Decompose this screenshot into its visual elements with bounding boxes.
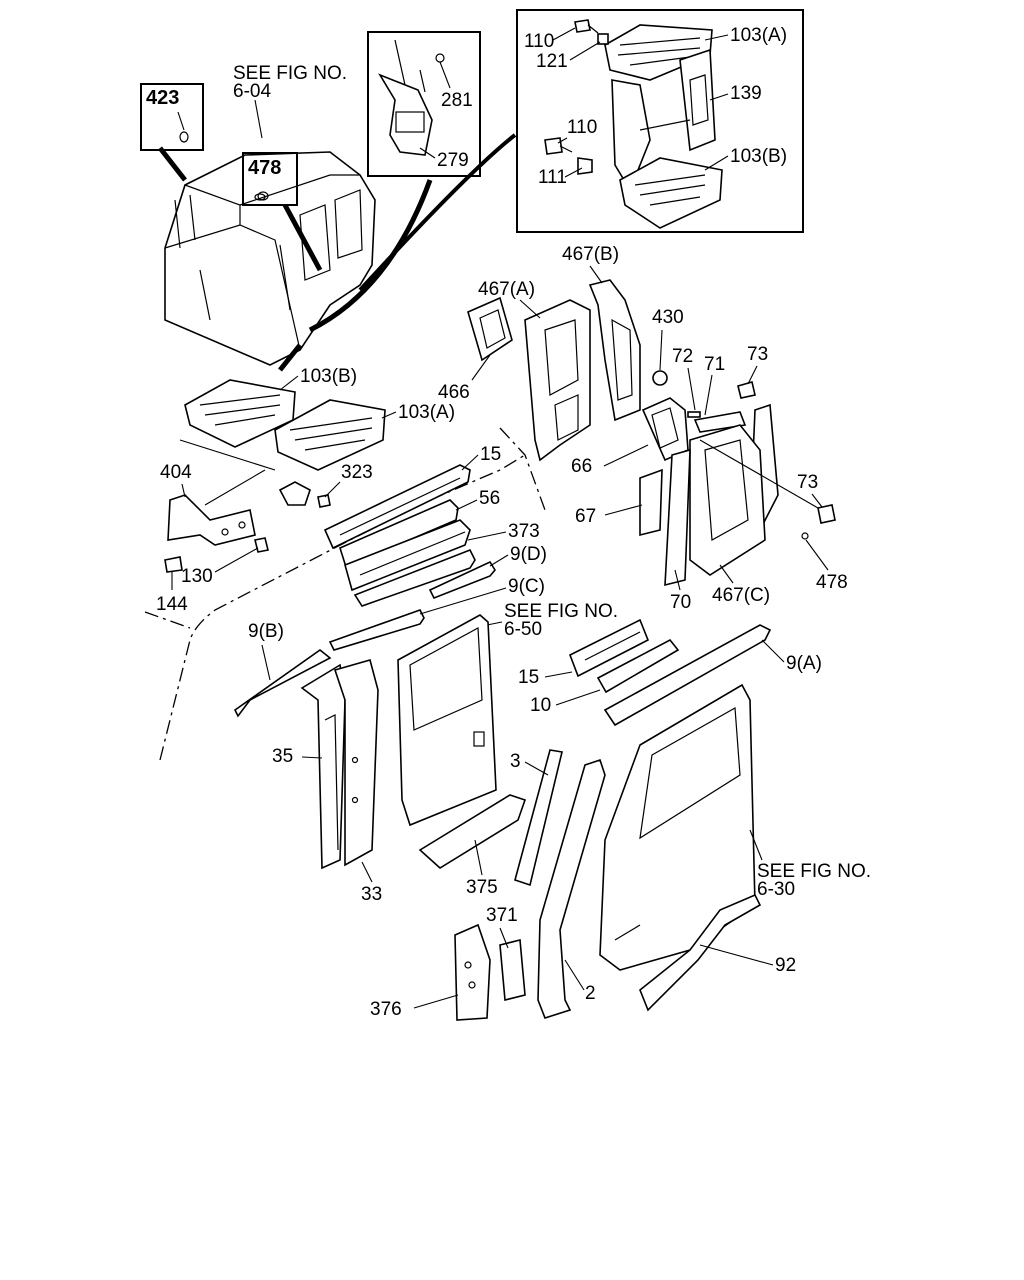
leader-step-box [358, 133, 517, 292]
callout-103b-top: 103(B) [730, 146, 787, 167]
parts-371-376 [454, 923, 526, 1021]
rails-upper [323, 464, 496, 651]
callout-478-box: 478 [248, 157, 281, 179]
leader-279-box [308, 179, 433, 333]
step-assembly [604, 24, 723, 229]
callout-111: 111 [538, 167, 567, 188]
callout-466: 466 [438, 382, 470, 403]
bracket-375 [418, 794, 527, 869]
callout-423: 423 [146, 87, 179, 109]
callout-67: 67 [575, 506, 596, 527]
leader-423 [158, 146, 187, 182]
callout-323: 323 [341, 462, 373, 483]
step-103a [274, 399, 386, 471]
callout-467b: 467(B) [562, 244, 619, 265]
panel-466 [467, 296, 513, 362]
callout-9c: 9(C) [508, 576, 545, 597]
ref-fig-604-line2: 6-04 [233, 81, 271, 102]
panel-467b [588, 279, 641, 422]
front-door [599, 683, 756, 971]
box-step-assembly [516, 9, 804, 233]
leader-103b-cab [278, 343, 302, 372]
callout-2: 2 [585, 983, 596, 1004]
sill-92 [639, 893, 762, 1012]
callout-35: 35 [272, 746, 293, 767]
box-423 [140, 83, 204, 151]
rails-right [568, 618, 772, 727]
leader-478-box [282, 203, 323, 272]
callout-376: 376 [370, 999, 402, 1020]
callout-375: 375 [466, 877, 498, 898]
callout-371: 371 [486, 905, 518, 926]
callout-15-b: 15 [518, 667, 539, 688]
cluster-66-70 [639, 370, 836, 587]
callout-10: 10 [530, 695, 551, 716]
pillar-3 [514, 749, 563, 887]
pillar-2 [537, 758, 606, 1019]
callout-110-a: 110 [524, 31, 554, 52]
callout-110-b: 110 [567, 117, 597, 138]
callout-281: 281 [441, 90, 473, 111]
ref-fig-650-line2: 6-50 [504, 619, 542, 640]
ref-fig-630-line1: SEE FIG NO. [757, 861, 871, 882]
callout-33: 33 [361, 884, 382, 905]
callout-103a-top: 103(A) [730, 25, 787, 46]
ref-fig-650-line1: SEE FIG NO. [504, 601, 618, 622]
callout-404: 404 [160, 462, 192, 483]
ref-fig-604-line1: SEE FIG NO. [233, 63, 347, 84]
callout-3: 3 [510, 751, 521, 772]
callout-103a: 103(A) [398, 402, 455, 423]
pillar-35-33 [300, 659, 379, 870]
callout-15-a: 15 [480, 444, 501, 465]
callout-92: 92 [775, 955, 796, 976]
callout-279: 279 [437, 150, 469, 171]
callout-373: 373 [508, 521, 540, 542]
callout-66: 66 [571, 456, 592, 477]
callout-139: 139 [730, 83, 762, 104]
bracket-404 [167, 494, 256, 546]
callout-72: 72 [672, 346, 693, 367]
step-fasteners [544, 19, 609, 175]
callout-56: 56 [479, 488, 500, 509]
box-478 [242, 152, 298, 206]
callout-70: 70 [670, 592, 691, 613]
callout-103b: 103(B) [300, 366, 357, 387]
callout-467c: 467(C) [712, 585, 770, 606]
callout-467a: 467(A) [478, 279, 535, 300]
callout-73-a: 73 [747, 344, 768, 365]
panel-467a [524, 299, 591, 462]
box-step-bracket [367, 31, 481, 177]
rear-door [397, 614, 497, 827]
rail-9b [233, 648, 332, 718]
callout-121: 121 [536, 51, 568, 72]
callout-73-b: 73 [797, 472, 818, 493]
callout-9d: 9(D) [510, 544, 547, 565]
callout-478: 478 [816, 572, 848, 593]
part-323 [278, 481, 331, 508]
callout-71: 71 [704, 354, 725, 375]
ref-fig-630-line2: 6-30 [757, 879, 795, 900]
callout-430: 430 [652, 307, 684, 328]
callout-130: 130 [181, 566, 213, 587]
callout-9b: 9(B) [248, 621, 284, 642]
cab-body [164, 151, 376, 366]
callout-9a: 9(A) [786, 653, 822, 674]
callout-144: 144 [156, 594, 188, 615]
